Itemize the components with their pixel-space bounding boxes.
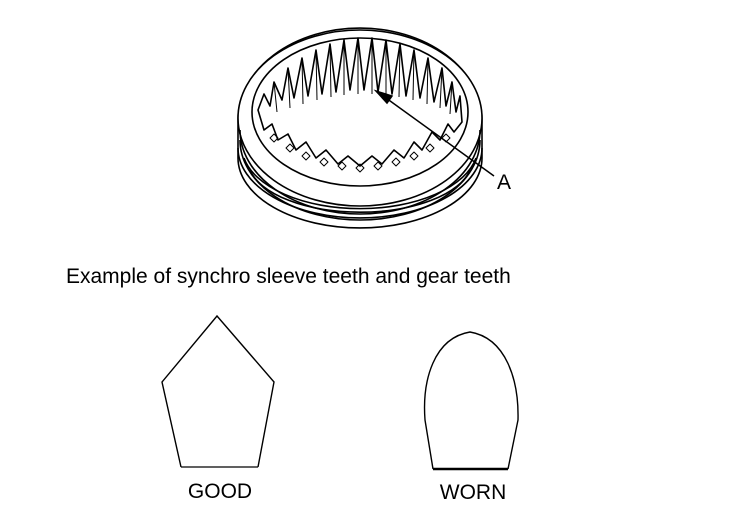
sleeve-bottom-edge — [237, 148, 483, 229]
callout-arrowhead — [373, 89, 394, 105]
spline-wall-lines — [273, 38, 453, 115]
worn-tooth-label: WORN — [439, 481, 507, 504]
sleeve-groove-4 — [249, 169, 471, 214]
synchro-sleeve-illustration — [237, 27, 483, 229]
callout-leader-line — [385, 97, 495, 177]
diagram-caption: Example of synchro sleeve teeth and gear… — [66, 265, 511, 288]
worn-tooth-profile — [423, 331, 519, 470]
good-tooth-label: GOOD — [187, 480, 253, 503]
sleeve-inner-rim — [251, 37, 469, 187]
good-tooth-profile — [161, 314, 275, 468]
callout-arrow — [373, 89, 495, 177]
callout-label-a: A — [497, 171, 512, 194]
front-teeth — [269, 133, 451, 173]
sleeve-groove-1 — [239, 129, 481, 215]
sleeve-groove-3 — [243, 157, 477, 210]
